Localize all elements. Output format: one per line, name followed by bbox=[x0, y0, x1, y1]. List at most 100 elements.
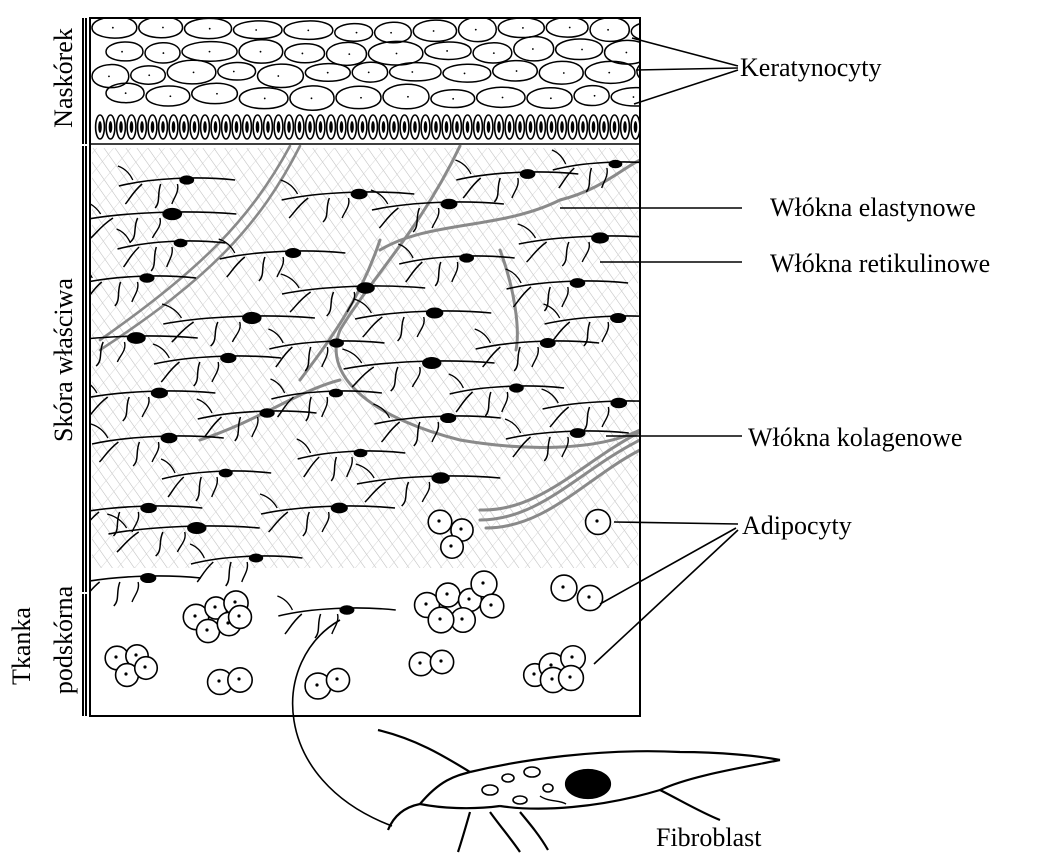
dermal-fibroblast bbox=[73, 564, 201, 606]
adipocyte-nucleus bbox=[335, 677, 338, 680]
basal-cell-nucleus bbox=[497, 121, 501, 133]
adipocyte-nucleus bbox=[438, 617, 441, 620]
basal-cell-nucleus bbox=[403, 121, 407, 133]
keratinocyte-nucleus bbox=[608, 72, 610, 74]
keratinocyte bbox=[390, 63, 441, 81]
basal-cell-nucleus bbox=[445, 121, 449, 133]
keratinocyte-layer bbox=[92, 17, 679, 110]
basal-cell-nucleus bbox=[434, 121, 438, 133]
keratinocyte-nucleus bbox=[162, 52, 164, 54]
basal-cell-nucleus bbox=[98, 121, 102, 133]
epidermis-label: Naskórek bbox=[49, 28, 78, 128]
keratinocyte-nucleus bbox=[452, 98, 454, 100]
keratinocyte bbox=[413, 20, 456, 41]
keratinocyte-nucleus bbox=[446, 50, 448, 52]
keratinocyte-nucleus bbox=[193, 71, 195, 73]
keratinocyte bbox=[375, 22, 412, 43]
basal-cell-nucleus bbox=[424, 121, 428, 133]
adipocytes-label: Adipocyty bbox=[742, 511, 852, 540]
keratinocyte bbox=[539, 61, 583, 84]
basal-cell-nucleus bbox=[340, 121, 344, 133]
keratinocyte bbox=[145, 43, 180, 63]
keratinocyte-nucleus bbox=[655, 31, 657, 33]
basal-cell-nucleus bbox=[550, 121, 554, 133]
adipocyte-nucleus bbox=[459, 527, 462, 530]
keratinocyte-nucleus bbox=[311, 97, 313, 99]
keratinocyte-nucleus bbox=[625, 52, 627, 54]
keratinocyte bbox=[477, 87, 525, 107]
keratinocyte bbox=[546, 17, 588, 37]
keratinocyte-nucleus bbox=[360, 97, 362, 99]
keratinocyte bbox=[352, 62, 387, 82]
basal-cell-nucleus bbox=[277, 121, 281, 133]
basal-cell-nucleus bbox=[109, 121, 113, 133]
basal-cell-nucleus bbox=[298, 121, 302, 133]
adipocyte-nucleus bbox=[237, 614, 240, 617]
adipocyte-nucleus bbox=[449, 544, 452, 547]
basal-cell-row bbox=[90, 115, 640, 144]
adipocyte-nucleus bbox=[233, 600, 236, 603]
basal-cell-nucleus bbox=[466, 121, 470, 133]
keratinocyte-nucleus bbox=[169, 95, 171, 97]
basal-cell-nucleus bbox=[371, 121, 375, 133]
keratinocyte-nucleus bbox=[327, 72, 329, 74]
keratinocyte bbox=[239, 88, 288, 109]
basal-cell-nucleus bbox=[119, 121, 123, 133]
basal-cell-nucleus bbox=[235, 121, 239, 133]
keratinocyte bbox=[192, 83, 238, 103]
keratinocyte bbox=[336, 86, 381, 108]
basal-cell-nucleus bbox=[518, 121, 522, 133]
keratinocyte bbox=[185, 18, 232, 38]
basal-cell-nucleus bbox=[140, 121, 144, 133]
fibroblast-label: Fibroblast bbox=[656, 823, 762, 852]
keratinocyte bbox=[218, 63, 256, 81]
adipocyte-nucleus bbox=[595, 519, 598, 522]
keratinocyte-nucleus bbox=[396, 53, 398, 55]
adipocyte-nucleus bbox=[439, 659, 442, 662]
adipocyte-nucleus bbox=[570, 655, 573, 658]
keratinocyte bbox=[146, 86, 190, 106]
keratinocyte bbox=[335, 24, 373, 42]
keratinocyte bbox=[473, 43, 512, 63]
keratinocyte-nucleus bbox=[407, 96, 409, 98]
keratinocyte-nucleus bbox=[569, 27, 571, 29]
keratinocyte-nucleus bbox=[209, 28, 211, 30]
basal-cell-nucleus bbox=[382, 121, 386, 133]
adipocyte-nucleus bbox=[437, 519, 440, 522]
basal-cell-nucleus bbox=[161, 121, 165, 133]
adipocyte-nucleus bbox=[237, 677, 240, 680]
basal-cell-nucleus bbox=[613, 121, 617, 133]
keratinocyte bbox=[327, 42, 367, 65]
keratinocyte-nucleus bbox=[112, 27, 114, 29]
basal-cell-nucleus bbox=[602, 121, 606, 133]
keratinocyte-nucleus bbox=[550, 97, 552, 99]
adipocyte-nucleus bbox=[489, 603, 492, 606]
keratinocyte-nucleus bbox=[411, 71, 413, 73]
keratinocyte-nucleus bbox=[522, 27, 524, 29]
layer-brackets bbox=[83, 18, 86, 716]
keratinocyte-nucleus bbox=[633, 96, 635, 98]
keratinocyte-nucleus bbox=[532, 48, 534, 50]
keratinocyte bbox=[443, 64, 491, 82]
basal-cell-nucleus bbox=[487, 121, 491, 133]
adipocyte-nucleus bbox=[532, 672, 535, 675]
keratinocyte bbox=[498, 18, 544, 38]
basal-cell-nucleus bbox=[623, 121, 627, 133]
keratinocyte bbox=[383, 84, 429, 109]
keratinocyte bbox=[234, 21, 282, 39]
keratinocyte bbox=[258, 64, 304, 87]
adipocyte-nucleus bbox=[205, 628, 208, 631]
keratinocyte-nucleus bbox=[264, 98, 266, 100]
keratinocyte-nucleus bbox=[277, 75, 279, 77]
basal-cell-nucleus bbox=[634, 121, 638, 133]
basal-cell-nucleus bbox=[413, 121, 417, 133]
adipocyte-nucleus bbox=[315, 683, 318, 686]
basal-cell-nucleus bbox=[214, 121, 218, 133]
adipocyte-nucleus bbox=[124, 672, 127, 675]
basal-cell-nucleus bbox=[245, 121, 249, 133]
keratinocyte-nucleus bbox=[162, 27, 164, 29]
keratinocyte-nucleus bbox=[209, 51, 211, 53]
adipocyte-nucleus bbox=[193, 614, 196, 617]
keratinocyte-nucleus bbox=[216, 93, 218, 95]
basal-cell-nucleus bbox=[476, 121, 480, 133]
